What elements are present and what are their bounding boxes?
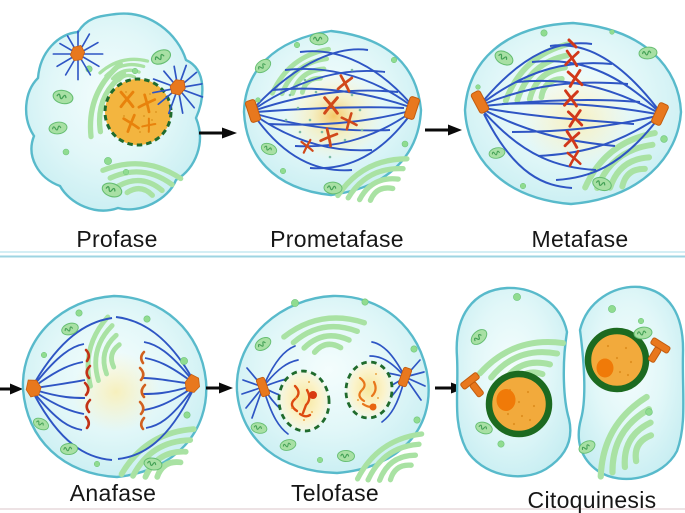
cell-membrane bbox=[235, 294, 430, 475]
nucleolus bbox=[596, 358, 614, 378]
metaphase-plate-chromosomes bbox=[563, 38, 584, 167]
cell-prometafase bbox=[242, 29, 423, 213]
arrow-into-anafase bbox=[0, 383, 23, 395]
nucleus-left bbox=[485, 370, 553, 438]
nucleus-right bbox=[584, 327, 650, 393]
cell-profase bbox=[24, 12, 212, 212]
daughter-nucleus-right bbox=[344, 360, 394, 420]
stage-label-telofase: Telofase bbox=[290, 480, 380, 506]
arrow-anafase-to-telofase bbox=[206, 382, 233, 394]
separating-chromosomes-right bbox=[138, 350, 147, 431]
arrow-prometafase-to-metafase bbox=[425, 124, 462, 136]
cytoplasm-glow bbox=[72, 352, 160, 432]
centrosomes bbox=[25, 373, 200, 398]
separating-chromosomes-left bbox=[83, 348, 92, 430]
row-divider bbox=[0, 251, 685, 258]
nucleus bbox=[103, 77, 173, 147]
cell-citoquinesis bbox=[455, 285, 685, 488]
stage-label-citoquinesis: Citoquinesis bbox=[527, 487, 657, 513]
stage-label-anafase: Anafase bbox=[69, 480, 157, 506]
cell-metafase bbox=[463, 21, 683, 205]
spindle-fibers bbox=[483, 42, 658, 189]
spindle-fibers bbox=[255, 48, 411, 172]
stage-label-metafase: Metafase bbox=[531, 226, 629, 252]
stage-label-prometafase: Prometafase bbox=[270, 226, 404, 252]
cell-anafase bbox=[21, 294, 206, 492]
stage-label-profase: Profase bbox=[76, 226, 158, 252]
nucleolus bbox=[496, 389, 516, 411]
cell-telofase bbox=[235, 294, 433, 495]
arrow-profase-to-prometafase bbox=[199, 127, 237, 139]
ribosome-speckles bbox=[284, 68, 364, 159]
daughter-nucleus-left bbox=[277, 369, 331, 433]
